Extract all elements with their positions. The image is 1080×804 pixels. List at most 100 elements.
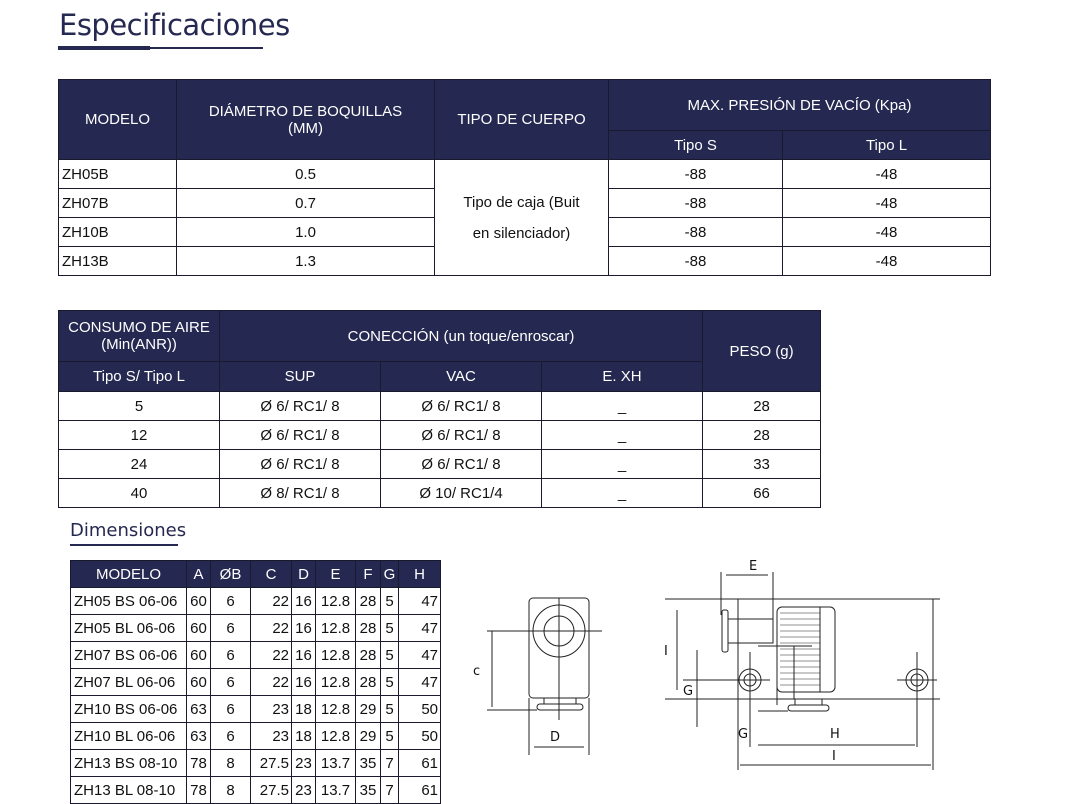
cell-dim: 12.8: [315, 668, 356, 696]
cell-dim: 22: [250, 641, 292, 669]
header-exh: E. XH: [540, 361, 704, 392]
cell-consumo: 5: [58, 391, 220, 421]
cell-dim: 5: [380, 614, 399, 642]
cell-peso: 33: [702, 449, 822, 479]
cell-tipo-s: -88: [608, 188, 783, 218]
cell-dim: 28: [355, 587, 381, 615]
cell-dim: 8: [210, 749, 251, 777]
header-tipo-s: Tipo S: [608, 130, 783, 160]
cell-dim: 5: [380, 695, 399, 723]
cell-exh: _: [540, 478, 704, 508]
cell-dim: 50: [398, 695, 441, 723]
cell-dim: 12.8: [315, 695, 356, 723]
cell-dim: ZH07 BL 06-06: [70, 668, 187, 696]
side-view-diagram: c D: [473, 597, 602, 755]
cell-vac: Ø 6/ RC1/ 8: [380, 449, 542, 479]
cell-dim: 23: [250, 695, 292, 723]
header-dim: E: [315, 560, 356, 588]
label-i-bottom: I: [832, 749, 836, 764]
cell-consumo: 40: [58, 478, 220, 508]
cell-dim: 5: [380, 722, 399, 750]
cell-dim: 78: [186, 749, 211, 777]
cell-dim: 60: [186, 614, 211, 642]
header-tipo-l: Tipo L: [781, 130, 992, 160]
cell-dim: ZH10 BS 06-06: [70, 695, 187, 723]
cell-dim: 23: [291, 776, 316, 804]
header-modelo: MODELO: [58, 79, 177, 160]
cell-vac: Ø 6/ RC1/ 8: [380, 391, 542, 421]
cell-dim: ZH05 BL 06-06: [70, 614, 187, 642]
cell-dim: 47: [398, 641, 441, 669]
cell-dim: 18: [291, 695, 316, 723]
cell-dim: 60: [186, 641, 211, 669]
cell-dim: 28: [355, 614, 381, 642]
cell-modelo: ZH07B: [58, 188, 177, 218]
cell-tipo-l: -48: [781, 217, 992, 247]
cell-dim: 7: [380, 776, 399, 804]
cell-dim: 60: [186, 587, 211, 615]
header-tipo: Tipo S/ Tipo L: [58, 361, 220, 392]
cell-sup: Ø 8/ RC1/ 8: [219, 478, 381, 508]
cell-consumo: 24: [58, 449, 220, 479]
cell-dim: 18: [291, 722, 316, 750]
cell-dim: 28: [355, 668, 381, 696]
header-presion: MAX. PRESIÓN DE VACÍO (Kpa): [607, 79, 992, 131]
cell-vac: Ø 6/ RC1/ 8: [380, 420, 542, 450]
cell-tipo-l: -48: [781, 246, 992, 276]
label-e: E: [749, 559, 757, 574]
header-consumo: CONSUMO DE AIRE(Min(ANR)): [58, 310, 220, 362]
cell-dim: ZH07 BS 06-06: [70, 641, 187, 669]
header-dim: G: [380, 560, 399, 588]
header-peso: PESO (g): [702, 310, 822, 392]
cell-dim: 23: [250, 722, 292, 750]
cell-sup: Ø 6/ RC1/ 8: [219, 391, 381, 421]
cell-dim: 16: [291, 641, 316, 669]
cell-modelo: ZH10B: [58, 217, 177, 247]
header-dim: F: [355, 560, 381, 588]
cell-dim: 63: [186, 695, 211, 723]
cell-dim: 12.8: [315, 587, 356, 615]
cell-dim: ZH05 BS 06-06: [70, 587, 187, 615]
cell-dim: 29: [355, 695, 381, 723]
cell-peso: 66: [702, 478, 822, 508]
header-tipo-cuerpo: TIPO DE CUERPO: [434, 79, 609, 160]
cell-diametro: 1.0: [176, 217, 435, 247]
cell-dim: 47: [398, 614, 441, 642]
cell-consumo: 12: [58, 420, 220, 450]
cell-exh: _: [540, 391, 704, 421]
front-view-diagram: E I G G H I: [664, 559, 940, 770]
cell-dim: 6: [210, 587, 251, 615]
cell-dim: 6: [210, 641, 251, 669]
label-i-left: I: [664, 644, 668, 659]
title-underline-thin: [150, 47, 263, 49]
cell-dim: 16: [291, 668, 316, 696]
cell-vac: Ø 10/ RC1/4: [380, 478, 542, 508]
header-dim: H: [398, 560, 441, 588]
cell-dim: ZH13 BL 08-10: [70, 776, 187, 804]
dimensions-title: Dimensiones: [70, 520, 187, 541]
cell-dim: 13.7: [315, 776, 356, 804]
cell-peso: 28: [702, 391, 822, 421]
cell-sup: Ø 6/ RC1/ 8: [219, 420, 381, 450]
table-row: ZH07B 0.7 -88 -48: [58, 188, 992, 218]
cell-dim: 35: [355, 749, 381, 777]
cell-dim: 5: [380, 587, 399, 615]
label-h: H: [830, 727, 840, 742]
cell-modelo: ZH05B: [58, 159, 177, 189]
cell-dim: 47: [398, 668, 441, 696]
cell-dim: 22: [250, 587, 292, 615]
cell-diametro: 0.7: [176, 188, 435, 218]
cell-dim: 6: [210, 722, 251, 750]
cell-dim: 50: [398, 722, 441, 750]
page-title: Especificaciones: [59, 8, 290, 42]
cell-dim: 13.7: [315, 749, 356, 777]
cell-dim: 78: [186, 776, 211, 804]
